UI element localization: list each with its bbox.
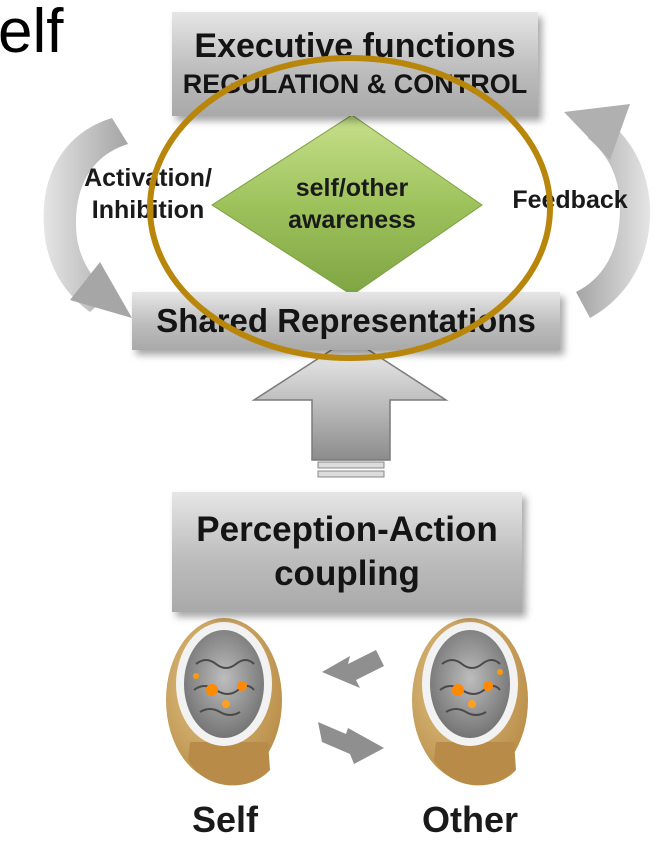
arrow-toward-other-icon xyxy=(318,722,384,764)
curved-arrow-left-icon xyxy=(43,118,132,318)
executive-functions-box: Executive functions REGULATION & CONTROL xyxy=(172,12,538,116)
other-label: Other xyxy=(421,799,518,840)
corner-title-fragment: elf xyxy=(0,0,64,66)
feedback-label: Feedback xyxy=(512,186,628,214)
other-brain-head-icon xyxy=(412,618,528,786)
regulation-control-subtitle: REGULATION & CONTROL xyxy=(182,69,528,99)
big-up-arrow-icon xyxy=(251,337,449,478)
arrow-toward-self-icon xyxy=(322,650,384,688)
shared-representations-label: Shared Representations xyxy=(156,302,536,339)
inhibition-label: Inhibition xyxy=(91,196,205,224)
executive-functions-title: Executive functions xyxy=(194,27,516,65)
self-other-label: self/other xyxy=(295,174,409,202)
activation-label: Activation/ xyxy=(84,164,212,192)
coupling-label: coupling xyxy=(274,554,420,593)
self-brain-head-icon xyxy=(166,618,282,786)
shared-representations-box: Shared Representations xyxy=(132,292,560,350)
curved-arrow-right-icon xyxy=(564,104,651,318)
self-other-awareness-text: self/other awareness xyxy=(262,172,442,236)
perception-action-title: Perception-Action xyxy=(196,510,498,549)
activation-inhibition-label: Activation/ Inhibition xyxy=(68,162,228,226)
awareness-label: awareness xyxy=(288,206,416,234)
self-label: Self xyxy=(191,799,259,840)
perception-action-box: Perception-Action coupling xyxy=(172,492,522,612)
